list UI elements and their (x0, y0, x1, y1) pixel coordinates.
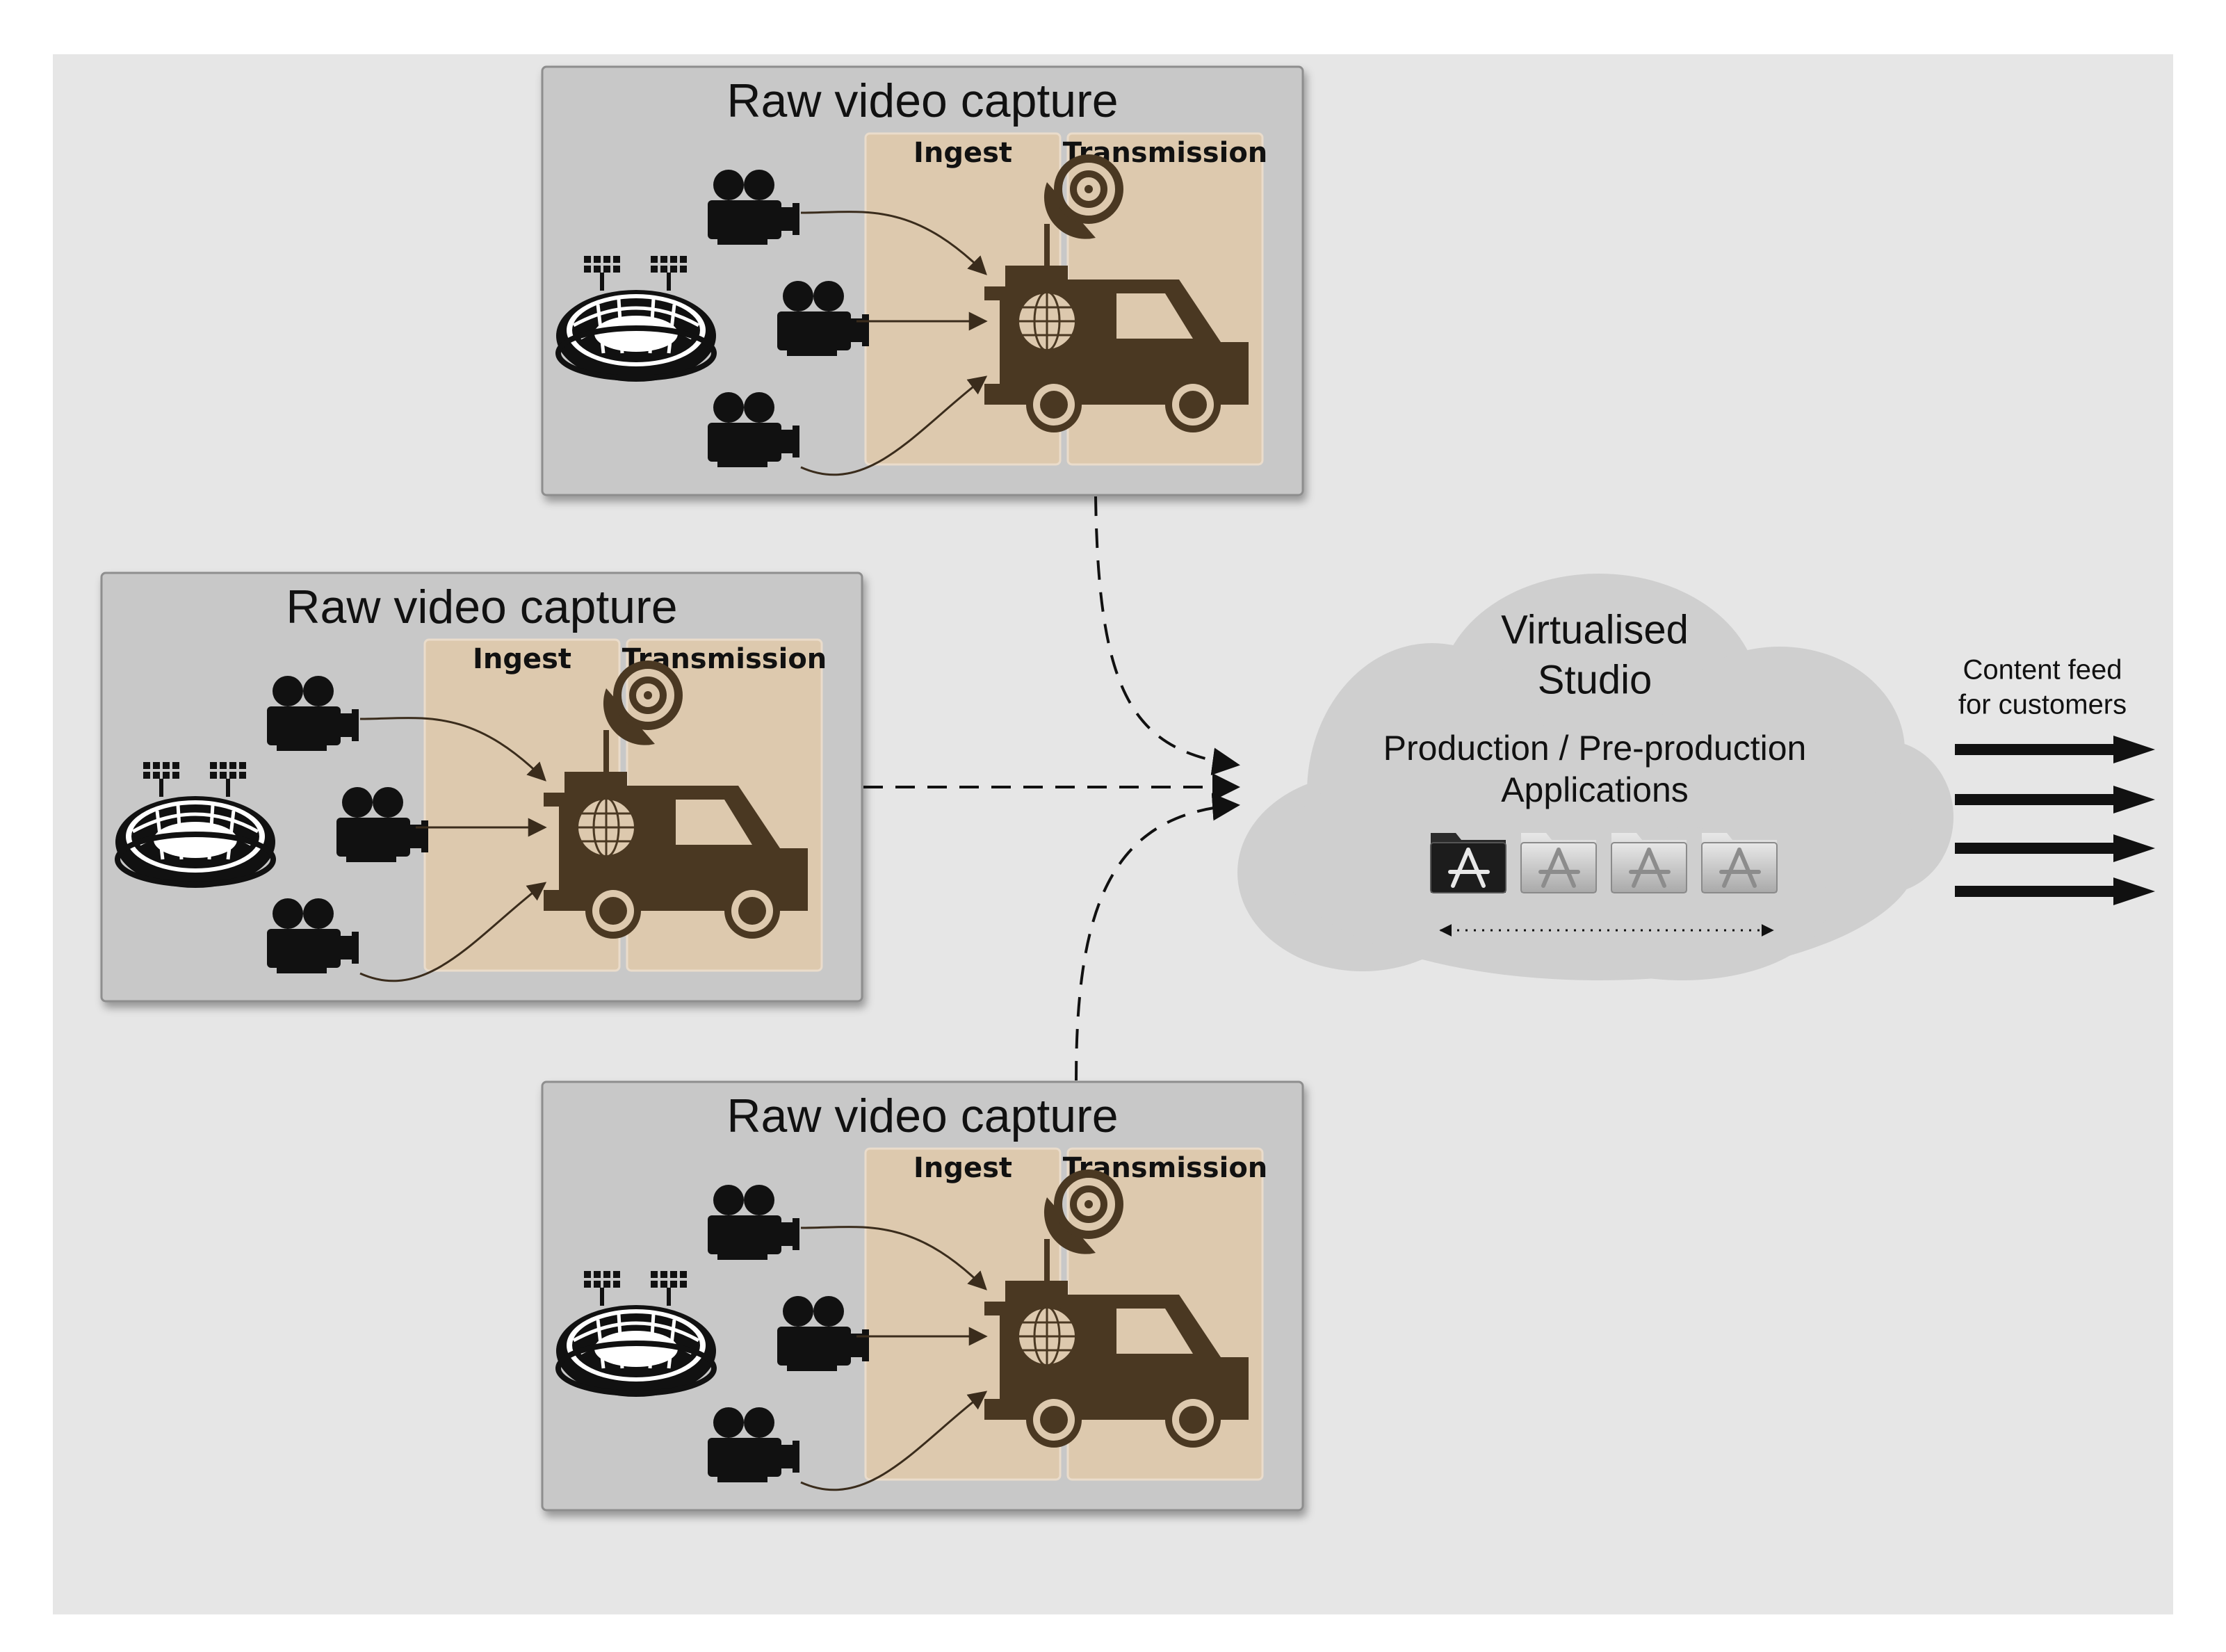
feed-label-line2: for customers (1958, 690, 2127, 720)
capture-unit-bottom: Raw video capture Ingest Transmission (541, 1080, 1304, 1512)
camera-feed-arrow (359, 882, 547, 982)
studio-subtitle-line1: Production / Pre-production (1383, 729, 1807, 768)
transmission-label: Transmission (1063, 1152, 1268, 1184)
content-feed-arrow (1955, 736, 2155, 763)
app-folder-icon (1611, 833, 1687, 893)
feed-label-line1: Content feed (1963, 655, 2122, 686)
studio-subtitle-line2: Applications (1501, 770, 1689, 809)
camera-feed-arrow (800, 211, 987, 275)
capture-title: Raw video capture (726, 1090, 1118, 1142)
app-folder-icon (1521, 833, 1596, 893)
link-top-to-studio (1094, 496, 1240, 776)
capture-title: Raw video capture (286, 581, 677, 633)
transmission-label: Transmission (622, 643, 827, 675)
camera-feed-arrow (359, 717, 546, 782)
ingest-label: Ingest (473, 643, 571, 675)
transmission-label: Transmission (1063, 137, 1268, 169)
content-feed-output: Content feed for customers (1955, 655, 2155, 905)
capture-unit-middle: Raw video capture Ingest Transmission (100, 572, 863, 1003)
studio-title-line1: Virtualised (1501, 607, 1689, 652)
camera-feed-arrow (800, 375, 988, 476)
studio-title-line2: Studio (1538, 657, 1652, 702)
link-bottom-to-studio (1075, 793, 1240, 1081)
capture-unit-top: Raw video capture Ingest Transmission (541, 65, 1304, 496)
virtualised-studio-cloud: Virtualised Studio Production / Pre-prod… (1237, 574, 1953, 980)
content-feed-arrow (1955, 877, 2155, 905)
app-folder-icon (1430, 833, 1506, 893)
content-feed-arrow (1955, 786, 2155, 813)
camera-feed-arrow (800, 1391, 988, 1491)
content-feed-arrow (1955, 834, 2155, 862)
ingest-label: Ingest (913, 1152, 1012, 1184)
app-folder-icon (1702, 833, 1777, 893)
ingest-label: Ingest (913, 137, 1012, 169)
camera-feed-arrow (800, 1226, 987, 1290)
capture-title: Raw video capture (726, 74, 1118, 127)
